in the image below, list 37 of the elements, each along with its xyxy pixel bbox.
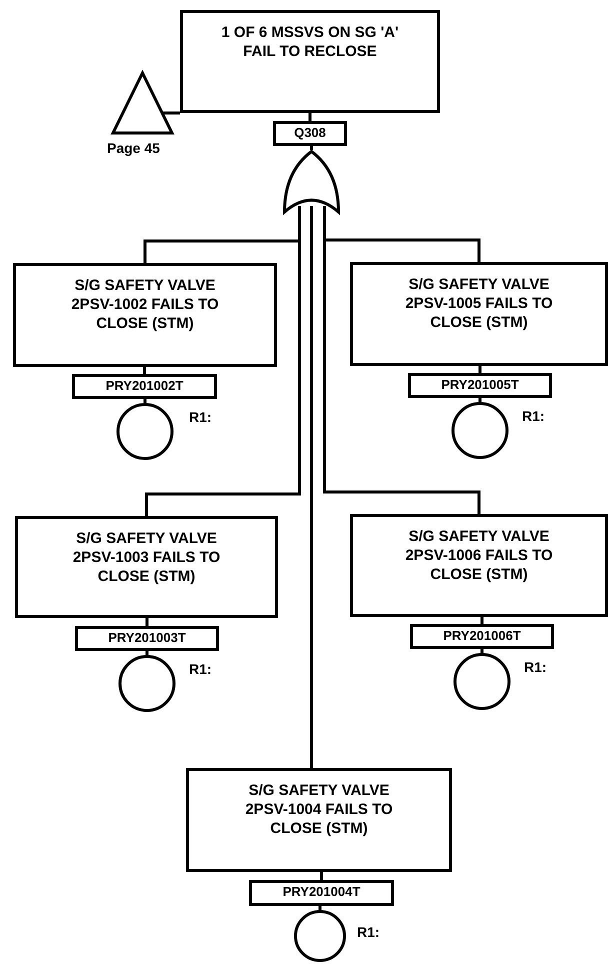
side-note: R1: <box>522 408 545 424</box>
side-note: R1: <box>189 409 212 425</box>
basic-event-circle <box>450 402 510 459</box>
side-note: Page 45 <box>107 140 160 156</box>
event-box: S/G SAFETY VALVE 2PSV-1006 FAILS TO CLOSE (STM) <box>350 514 608 617</box>
connector-line <box>161 112 180 114</box>
connector-line <box>318 906 322 911</box>
basic-event-circle <box>117 655 177 712</box>
connector-line <box>310 146 313 150</box>
event-id-tag: PRY201003T <box>75 626 219 651</box>
connector-line <box>146 618 148 626</box>
event-box: S/G SAFETY VALVE 2PSV-1002 FAILS TO CLOSE (STM) <box>13 263 277 367</box>
connector-line <box>480 617 484 624</box>
basic-event-circle <box>291 910 349 962</box>
connector-line <box>478 398 482 403</box>
side-note: R1: <box>189 661 212 677</box>
side-note: R1: <box>524 659 547 675</box>
event-box: S/G SAFETY VALVE 2PSV-1004 FAILS TO CLOSE (STM) <box>186 768 452 872</box>
basic-event-circle <box>452 653 512 710</box>
connector-line <box>143 367 146 374</box>
event-box: S/G SAFETY VALVE 2PSV-1005 FAILS TO CLOSE (STM) <box>350 262 608 366</box>
event-id-tag: PRY201005T <box>408 373 552 398</box>
event-id-tag: PRY201004T <box>249 880 394 906</box>
connector-line <box>146 651 148 656</box>
event-id-tag: Q308 <box>273 121 347 146</box>
connector-line <box>480 649 484 654</box>
connector-line <box>308 113 312 121</box>
connector-line <box>320 872 323 880</box>
side-note: R1: <box>357 924 380 940</box>
connector-line <box>310 206 313 768</box>
event-id-tag: PRY201002T <box>72 374 217 399</box>
basic-event-circle <box>115 403 175 460</box>
connector-line <box>144 399 146 404</box>
connector-line <box>478 366 482 373</box>
event-box: S/G SAFETY VALVE 2PSV-1003 FAILS TO CLOSE (STM) <box>15 516 278 618</box>
event-id-tag: PRY201006T <box>410 624 554 649</box>
event-box: 1 OF 6 MSSVS ON SG 'A' FAIL TO RECLOSE <box>180 10 440 113</box>
